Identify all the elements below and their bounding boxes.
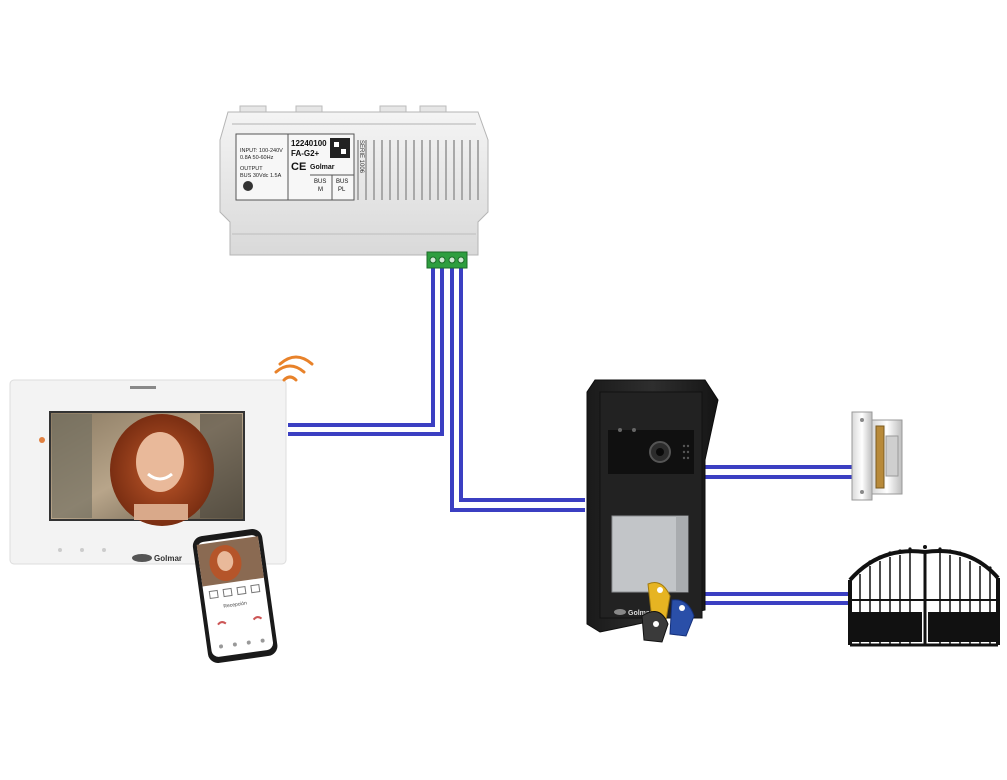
ps-output-label: OUTPUT xyxy=(240,166,263,172)
mic-icon xyxy=(39,437,45,443)
ps-model: FA-G2+ xyxy=(291,149,320,158)
qr-code-icon xyxy=(330,138,350,158)
proximity-tags xyxy=(641,582,695,643)
ps-output-sub: BUS 30Vdc 1.5A xyxy=(240,173,282,179)
monitor-brand: Golmar xyxy=(154,554,182,563)
ps-ref: 12240100 xyxy=(291,139,327,148)
indoor-monitor: Golmar xyxy=(9,355,314,565)
wire-monitor-1 xyxy=(288,262,435,427)
ps-term-pl: PL xyxy=(338,187,346,193)
electric-lock xyxy=(851,411,903,501)
ps-terminal-block xyxy=(426,251,468,269)
ps-side-label: SERIE 1006 xyxy=(358,140,364,174)
bus-wires xyxy=(288,262,852,605)
phone-answer-icon xyxy=(217,621,227,626)
door-panel: Golmar xyxy=(586,379,719,643)
ps-input-label: INPUT: 100-240V xyxy=(240,148,283,154)
phone-caption: Recepción xyxy=(223,600,247,609)
wire-panel-1 xyxy=(450,262,585,512)
gate xyxy=(848,545,1000,647)
ps-term-m: M xyxy=(318,187,323,193)
ce-mark-icon: CE xyxy=(291,161,306,173)
smartphone: Recepción xyxy=(192,529,278,663)
ps-bus-a: BUS xyxy=(314,179,326,185)
wire-monitor-2 xyxy=(288,262,444,436)
power-supply: INPUT: 100-240V 0.8A 50-60Hz OUTPUT BUS … xyxy=(219,105,489,269)
call-button xyxy=(611,515,689,593)
ps-bus-b: BUS xyxy=(336,179,348,185)
ps-input-sub: 0.8A 50-60Hz xyxy=(240,155,274,161)
ps-brand: Golmar xyxy=(310,164,335,171)
wifi-icon xyxy=(274,355,314,382)
wire-panel-2 xyxy=(459,262,585,502)
ps-cert-icon xyxy=(243,181,253,191)
panel-brand: Golmar xyxy=(628,610,653,617)
phone-hangup-icon xyxy=(252,616,263,621)
